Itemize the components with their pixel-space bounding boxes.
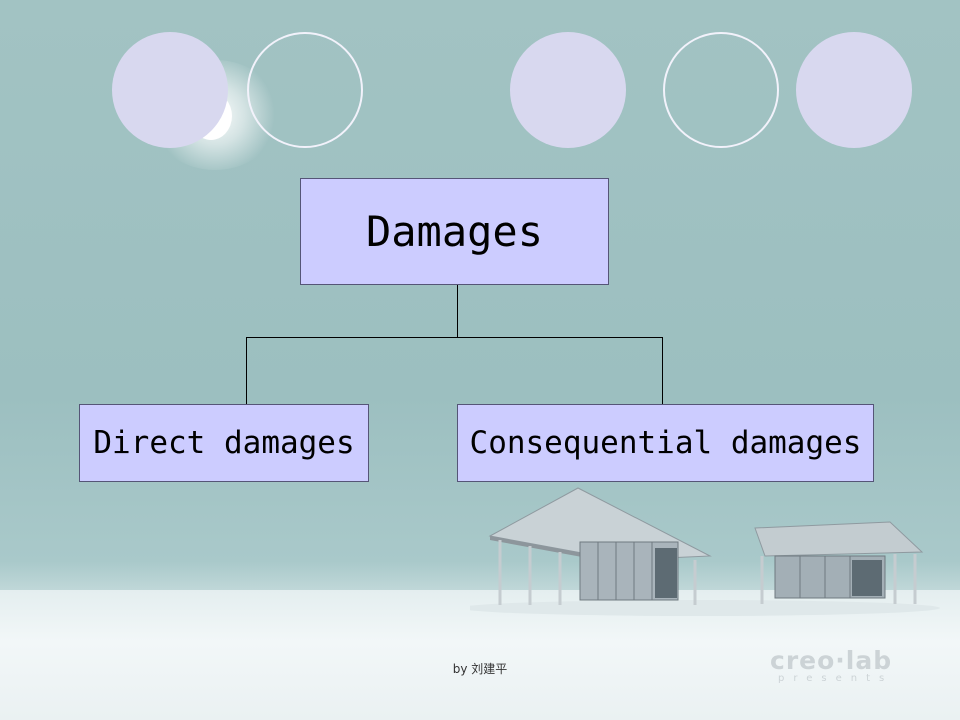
root-node-damages: Damages — [300, 178, 609, 285]
decor-circle-filled — [796, 32, 912, 148]
connector-right-branch — [662, 337, 663, 405]
decor-circle-filled — [510, 32, 626, 148]
connector-root-stem — [457, 285, 458, 337]
connector-horizontal — [246, 337, 663, 338]
houses-illustration — [470, 487, 940, 616]
decor-circle-outline — [663, 32, 779, 148]
creo-lab-logo: creo·lab presents — [770, 648, 920, 688]
decor-circle-outline — [247, 32, 363, 148]
logo-main-text: creo·lab — [770, 646, 893, 675]
footer-author: by 刘建平 — [452, 662, 508, 676]
decor-circle-filled — [112, 32, 228, 148]
logo-sub-text: presents — [778, 673, 894, 684]
child-node-direct-damages: Direct damages — [79, 404, 369, 482]
connector-left-branch — [246, 337, 247, 405]
child-node-consequential-damages: Consequential damages — [457, 404, 874, 482]
